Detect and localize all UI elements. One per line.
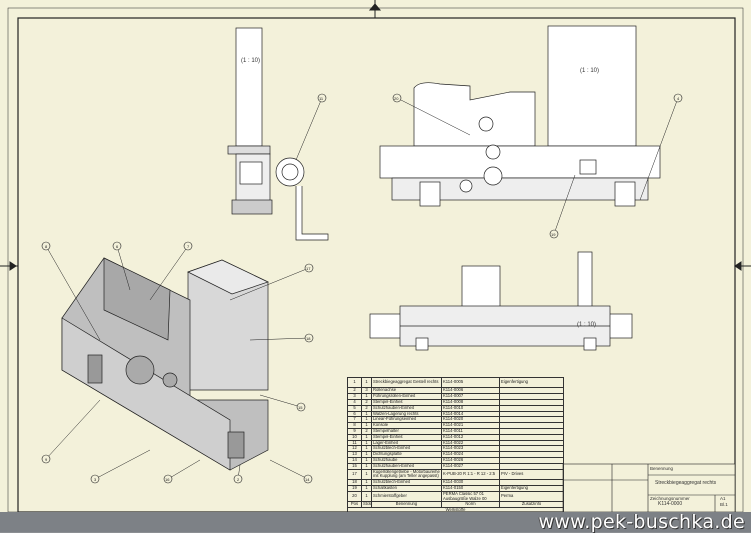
- parts-cell: Eigenfertigung: [499, 484, 564, 492]
- parts-cell: Perma: [499, 490, 564, 503]
- balloon: 11: [319, 96, 324, 101]
- parts-cell: Kugelrollengetriebe - Motorbaureihe mit …: [371, 468, 442, 481]
- parts-cell: PIV - Drives: [499, 468, 564, 481]
- parts-cell: 17: [347, 468, 362, 481]
- parts-cell: 1: [361, 468, 372, 481]
- drawing-frame: [17, 17, 736, 512]
- parts-cell: 1: [347, 376, 362, 389]
- parts-cell: Eigenfertigung: [499, 376, 564, 389]
- drawing-title: Streckbiegeaggregat rechts: [655, 480, 717, 486]
- balloon: 9: [45, 457, 48, 462]
- parts-cell: K114-0005: [441, 376, 500, 389]
- balloon: 6: [116, 244, 119, 249]
- watermark: www.pek-buschka.de: [538, 511, 745, 533]
- sheet-size: A1: [720, 496, 726, 501]
- view-scale-left: (1 : 10): [241, 58, 261, 64]
- balloon: 4: [677, 96, 680, 101]
- side-view-left: [227, 27, 329, 241]
- balloon: 7: [187, 244, 190, 249]
- balloon: 19: [551, 232, 556, 237]
- parts-header-cell: Stck: [361, 501, 372, 509]
- view-scale-bottom: (1 : 10): [577, 322, 597, 328]
- view-scale-right: (1 : 10): [580, 68, 600, 74]
- balloon: 18: [306, 336, 311, 341]
- balloon: 14: [305, 477, 310, 482]
- isometric-view: [61, 257, 269, 471]
- balloon-circles: [41, 93, 683, 484]
- balloon: 17: [306, 266, 311, 271]
- parts-cell: 1: [361, 490, 372, 503]
- drawing-number: K114-0000: [658, 501, 683, 507]
- parts-cell: PERMA Classic 57 01 Ausbaugröße Walze 00: [441, 490, 500, 503]
- title-block: [562, 463, 736, 512]
- parts-cell: K-PUB-20 R 1:1 - R 12 - 2:5: [441, 468, 500, 481]
- number-label: Zeichnungsnummer: [650, 496, 690, 501]
- balloon: 15: [298, 405, 303, 410]
- top-view: [369, 251, 633, 351]
- parts-cell: 1: [361, 376, 372, 389]
- balloon: 3: [94, 477, 97, 482]
- technical-drawing: [0, 0, 751, 512]
- bottom-bar: [0, 512, 751, 532]
- balloon: 8: [45, 244, 48, 249]
- sheet-number: Bl.1: [720, 502, 728, 507]
- parts-cell: Schmierstoffgeber: [371, 490, 442, 503]
- balloon: 2: [237, 477, 240, 482]
- parts-cell: Streckbiegeaggregat Gestell rechts: [371, 376, 442, 389]
- balloon: 20: [394, 96, 399, 101]
- title-label: Benennung: [650, 466, 674, 471]
- front-view: [379, 25, 661, 207]
- balloon: 16: [165, 477, 170, 482]
- parts-cell: 20: [347, 490, 362, 503]
- parts-cell: [499, 462, 564, 470]
- center-marks: [0, 0, 751, 271]
